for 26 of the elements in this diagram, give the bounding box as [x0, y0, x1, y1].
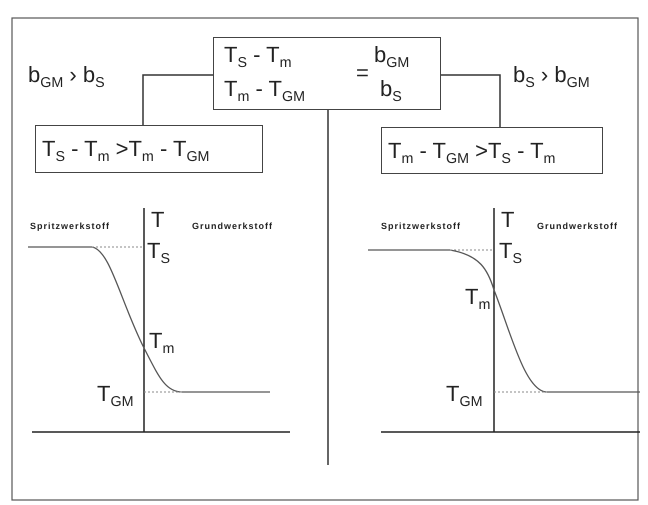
edge-label: b$_{GM}$ › b$_{S}$ — [28, 64, 105, 90]
formula-term: T$_{S}$ - T$_{m}$ — [224, 44, 292, 70]
material-label: Spritzwerkstoff — [30, 222, 110, 231]
temperature-label: T$_{GM}$ — [446, 383, 482, 410]
material-label: Grundwerkstoff — [192, 222, 274, 231]
temperature-label: T$_{GM}$ — [97, 383, 134, 410]
formula-box — [213, 37, 441, 110]
inequality-text: T$_{m}$ - T$_{GM}$ >T$_{S}$ - T$_{m}$ — [388, 140, 556, 166]
inequality-text: T$_{S}$ - T$_{m}$ >T$_{m}$ - T$_{GM}$ — [42, 138, 210, 164]
connector-line — [441, 74, 501, 127]
temperature-label: T$_{S}$ — [147, 240, 170, 266]
formula-term: b$_{GM}$ — [374, 44, 410, 70]
connector-line — [142, 74, 213, 125]
axis-label: T — [501, 209, 514, 231]
material-label: Spritzwerkstoff — [381, 222, 462, 231]
formula-term: b$_{S}$ — [380, 78, 402, 104]
material-label: Grundwerkstoff — [537, 222, 618, 231]
axis-label: T — [151, 209, 164, 231]
condition-box — [381, 127, 603, 174]
temperature-label: T$_{m}$ — [465, 286, 490, 312]
condition-box — [35, 125, 263, 173]
formula-term: T$_{m}$ - T$_{GM}$ — [224, 78, 305, 104]
edge-label: b$_{S}$ › b$_{GM}$ — [513, 64, 590, 90]
temperature-label: T$_{m}$ — [149, 330, 174, 356]
temperature-label: T$_{S}$ — [499, 240, 522, 266]
equals-sign: = — [356, 62, 369, 84]
